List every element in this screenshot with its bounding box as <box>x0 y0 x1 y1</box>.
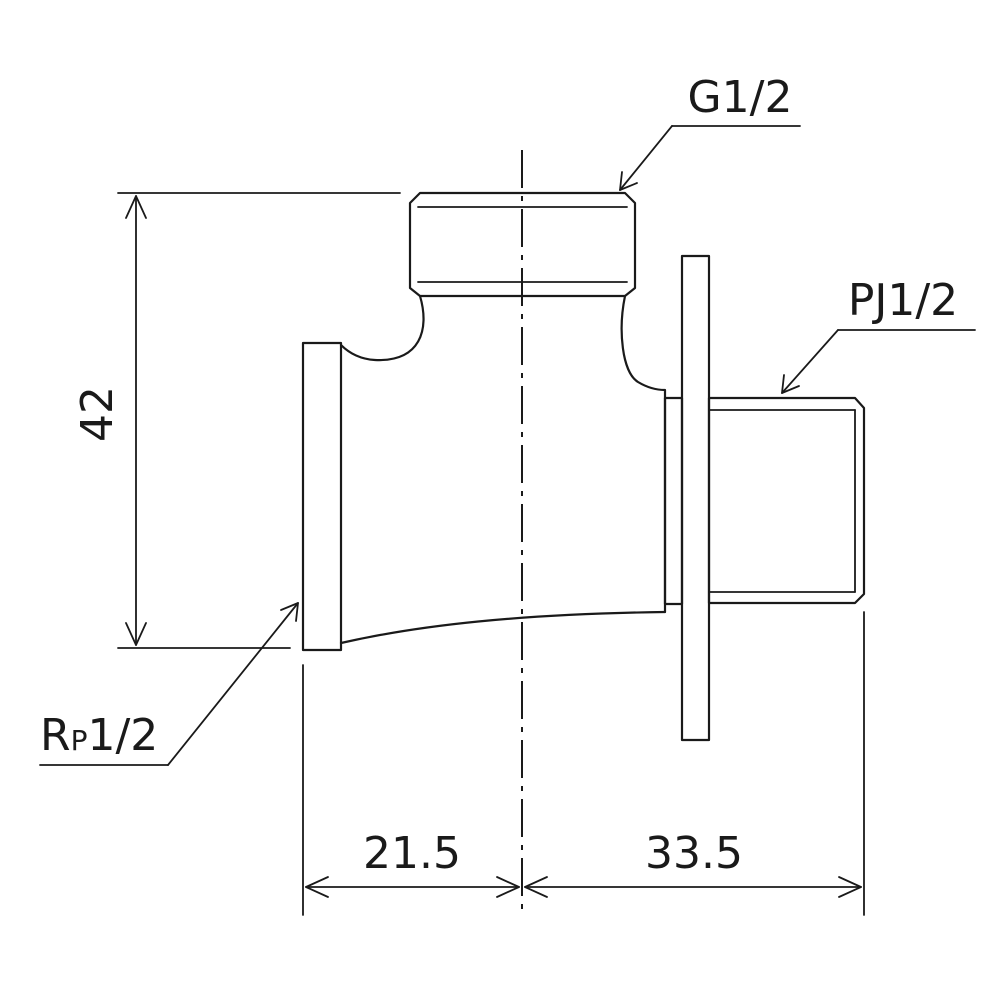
top-thread-label: G1/2 <box>688 72 793 123</box>
side-thread-leader <box>781 329 976 394</box>
inlet-thread-label: RP1/2 <box>40 710 158 761</box>
left-flange <box>301 341 343 652</box>
inlet-thread-leader <box>39 602 299 766</box>
inlet-thread-sub: P <box>71 724 88 757</box>
top-thread-leader <box>619 125 801 191</box>
height-dimension <box>117 192 401 649</box>
wall-flange <box>680 254 711 742</box>
inlet-thread-suffix: 1/2 <box>87 710 158 761</box>
width-dimensions <box>302 611 865 916</box>
inlet-thread-prefix: R <box>40 710 71 761</box>
height-dim-label: 42 <box>72 386 123 442</box>
side-thread-label: PJ1/2 <box>848 275 958 326</box>
left-width-dim-label: 21.5 <box>363 828 461 879</box>
side-nipple <box>707 396 866 605</box>
main-body <box>339 294 684 645</box>
right-width-dim-label: 33.5 <box>645 828 743 879</box>
